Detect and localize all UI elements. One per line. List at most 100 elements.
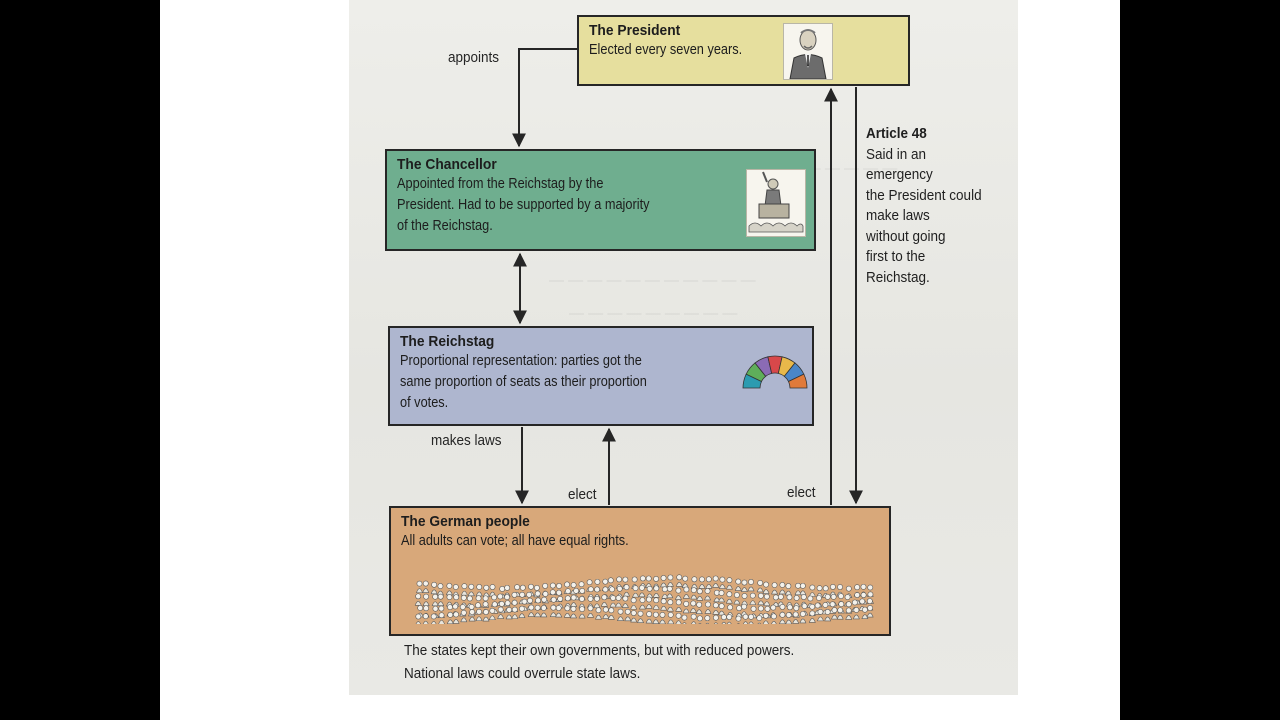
crowd-figure <box>837 608 843 620</box>
crowd-figure <box>603 607 609 619</box>
crowd-figure <box>667 575 673 587</box>
crowd-figure <box>453 584 459 596</box>
crowd-figure <box>719 603 725 615</box>
crowd-figure <box>483 609 489 621</box>
chancellor-title: The Chancellor <box>397 156 771 174</box>
crowd-figure <box>699 577 705 589</box>
crowd-figure <box>667 586 673 598</box>
crowd-figure <box>756 616 762 624</box>
crowd-figure <box>683 601 689 613</box>
crowd-figure <box>779 582 785 594</box>
crowd-figure <box>639 585 645 597</box>
crowd-figure <box>696 602 702 614</box>
chancellor-description-line: of the Reichstag. <box>397 216 755 237</box>
crowd-figure <box>726 578 732 590</box>
people-title: The German people <box>401 513 841 531</box>
crowd-figure <box>809 611 815 623</box>
crowd-figure <box>742 593 748 605</box>
article48-line: Said in an <box>866 145 1001 166</box>
crowd-figure <box>705 588 711 600</box>
article48-line: make laws <box>866 206 1001 227</box>
crowd-figure <box>779 612 785 624</box>
crowd-figure <box>691 614 697 624</box>
crowd-figure <box>423 594 429 606</box>
president-box: The President Elected every seven years. <box>577 15 910 86</box>
makes-laws-label: makes laws <box>431 432 502 449</box>
crowd-figure <box>647 586 653 598</box>
crowd-figure <box>432 594 438 606</box>
crowd-figure <box>676 613 682 624</box>
reichstag-description-line: same proportion of seats as their propor… <box>400 372 754 393</box>
crowd-figure <box>653 598 659 610</box>
crowd-figure <box>437 583 443 595</box>
crowd-figure <box>490 584 496 596</box>
crowd-figure <box>748 579 754 591</box>
crowd-figure <box>719 577 725 589</box>
crowd-figure <box>793 612 799 624</box>
crowd-figure <box>676 600 682 612</box>
crowd-figure <box>659 612 665 624</box>
crowd-figure <box>541 605 547 617</box>
crowd-figure <box>764 594 770 606</box>
crowd-icon <box>414 574 876 624</box>
appoints-arrow <box>519 49 577 146</box>
crowd-figure <box>846 608 852 620</box>
elect-president-label: elect <box>787 484 816 501</box>
crowd-figure <box>423 581 429 593</box>
crowd-figure <box>438 594 444 606</box>
article48-line: first to the <box>866 247 1001 268</box>
crowd-figure <box>800 611 806 623</box>
crowd-figure <box>601 595 607 607</box>
crowd-figure <box>616 595 622 607</box>
crowd-figure <box>771 614 777 624</box>
crowd-figure <box>691 577 697 589</box>
crowd-figure <box>447 612 453 624</box>
crowd-figure <box>734 592 740 604</box>
crowd-figure <box>646 611 652 623</box>
crowd-figure <box>423 614 429 624</box>
crowd-figure <box>676 575 682 587</box>
crowd-figure <box>817 609 823 621</box>
crowd-figure <box>564 606 570 618</box>
crowd-figure <box>675 588 681 600</box>
crowd-figure <box>646 576 652 588</box>
crowd-figure <box>705 602 711 614</box>
crowd-figure <box>587 606 593 618</box>
chancellor-description-line: Appointed from the Reichstag by the <box>397 174 755 195</box>
crowd-figure <box>691 587 697 599</box>
crowd-figure <box>785 583 791 595</box>
crowd-figure <box>633 586 639 598</box>
crowd-figure <box>618 609 624 621</box>
crowd-figure <box>415 614 421 624</box>
crowd-figure <box>595 608 601 620</box>
crowd-figure <box>713 615 719 624</box>
crowd-figure <box>453 612 459 624</box>
crowd-figure <box>697 616 703 624</box>
crowd-figure <box>483 585 489 597</box>
crowd-figure <box>476 609 482 621</box>
crowd-figure <box>713 576 719 588</box>
crowd-figure <box>653 586 659 598</box>
crowd-figure <box>721 615 727 624</box>
crowd-figure <box>748 614 754 624</box>
crowd-figure <box>772 582 778 594</box>
crowd-figure <box>415 594 421 606</box>
crowd-figure <box>726 592 732 604</box>
crowd-figure <box>758 593 764 605</box>
crowd-figure <box>726 614 732 624</box>
crowd-figure <box>667 600 673 612</box>
crowd-figure <box>825 609 831 621</box>
crowd-figure <box>706 577 712 589</box>
chancellor-speaker-icon <box>746 169 806 237</box>
crowd-figure <box>446 583 452 595</box>
people-description: All adults can vote; all have equal righ… <box>401 531 822 552</box>
states-footnote: The states kept their own governments, b… <box>404 639 794 685</box>
crowd-figure <box>476 584 482 596</box>
article48-line: without going <box>866 227 1001 248</box>
crowd-figure <box>713 603 719 615</box>
crowd-figure <box>697 589 703 601</box>
crowd-figure <box>528 605 534 617</box>
crowd-figure <box>719 590 725 602</box>
reichstag-description-line: of votes. <box>400 393 754 414</box>
crowd-figure <box>631 598 637 610</box>
